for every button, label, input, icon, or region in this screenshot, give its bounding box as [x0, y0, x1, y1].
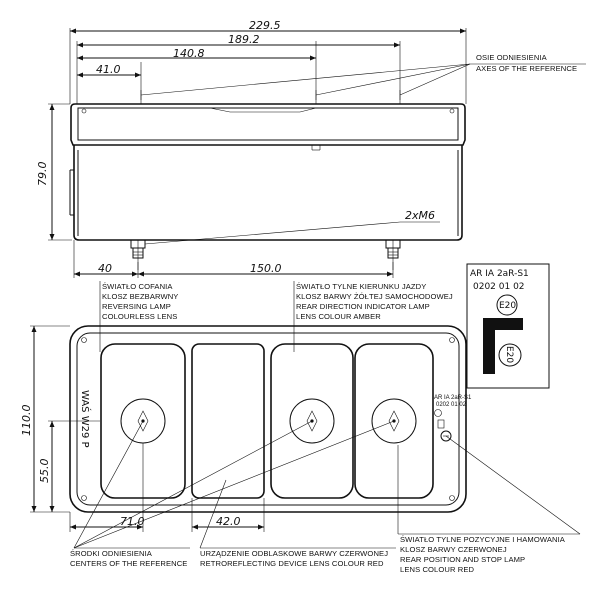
label-position-pl1: ŚWIATŁO TYLNE POZYCYJNE I HAMOWANIA [400, 535, 566, 544]
label-direction-pl2: KLOSZ BARWY ŻÓŁTEJ SAMOCHODOWEJ [296, 292, 453, 301]
e20-mark-rotated-icon [498, 343, 522, 367]
label-retro-en: RETROREFLECTING DEVICE LENS COLOUR RED [200, 559, 384, 568]
lamp-housing-side [73, 145, 463, 241]
label-position-pl2: KLOSZ BARWY CZERWONEJ [400, 545, 507, 554]
direction-indicator-lamp [270, 343, 354, 499]
bolt-left [130, 239, 146, 270]
dim-79-0: 79.0 [36, 162, 49, 187]
label-position-en2: LENS COLOUR RED [400, 565, 474, 574]
dim-150-0: 150.0 [250, 262, 282, 275]
dim-110-0: 110.0 [20, 405, 33, 437]
label-direction-pl1: ŚWIATŁO TYLNE KIERUNKU JAZDY [296, 282, 426, 291]
label-axes-pl: OSIE ODNIESIENIA [476, 53, 548, 62]
label-direction-en2: LENS COLOUR AMBER [296, 312, 381, 321]
lamp-front-outline [69, 325, 467, 513]
top-view: 229.5 189.2 140.8 41.0 OSIE ODNIESIENIA … [36, 19, 586, 278]
dim-55-0: 55.0 [38, 459, 51, 484]
approval-line2: 0202 01 02 [473, 282, 525, 292]
small-approval-2: 0202 01 02 [436, 402, 467, 408]
dim-189-2: 189.2 [228, 33, 260, 46]
label-centers-pl: ŚRODKI ODNIESIENIA [70, 549, 153, 558]
dim-90-0: 90.0 [202, 412, 212, 432]
label-direction-en1: REAR DIRECTION INDICATOR LAMP [296, 302, 430, 311]
approval-line1: AR IA 2aR-S1 [470, 269, 529, 279]
e20-mark-icon [496, 294, 518, 316]
dim-229-5: 229.5 [249, 19, 281, 32]
approval-box: AR IA 2aR-S1 0202 01 02 E20 E20 [466, 263, 550, 389]
label-centers-en: CENTERS OF THE REFERENCE [70, 559, 187, 568]
housing-text: WAŚ W29 P [79, 390, 92, 448]
dim-140-8: 140.8 [173, 47, 205, 60]
label-reversing-pl1: ŚWIATŁO COFANIA [102, 282, 173, 291]
approval-bar-vertical [483, 330, 495, 374]
dim-42-0: 42.0 [216, 515, 241, 528]
label-axes-en: AXES OF THE REFERENCE [476, 64, 577, 73]
label-position-en1: REAR POSITION AND STOP LAMP [400, 555, 525, 564]
label-reversing-en2: COLOURLESS LENS [102, 312, 177, 321]
approval-bar-horizontal [483, 318, 523, 330]
label-reversing-en1: REVERSING LAMP [102, 302, 171, 311]
front-view: WAŚ W29 P AR IA 2aR-S1 0202 01 02 90.0 1… [20, 281, 581, 574]
e20-mark-text: E20 [499, 301, 516, 311]
dim-41-0: 41.0 [96, 63, 121, 76]
small-approval-1: AR IA 2aR-S1 [434, 395, 472, 401]
position-stop-lamp [354, 343, 434, 499]
screw-icon [440, 430, 452, 442]
lamp-top-lens [70, 103, 466, 146]
dim-thread: 2xM6 [405, 209, 435, 222]
dim-71-0: 71.0 [120, 515, 145, 528]
retroreflector [191, 343, 265, 499]
label-retro-pl: URZĄDZENIE ODBLASKOWE BARWY CZERWONEJ [200, 549, 388, 558]
dim-40: 40 [98, 262, 112, 275]
e20-mark-rotated-text: E20 [504, 346, 514, 363]
label-reversing-pl2: KLOSZ BEZBARWNY [102, 292, 178, 301]
